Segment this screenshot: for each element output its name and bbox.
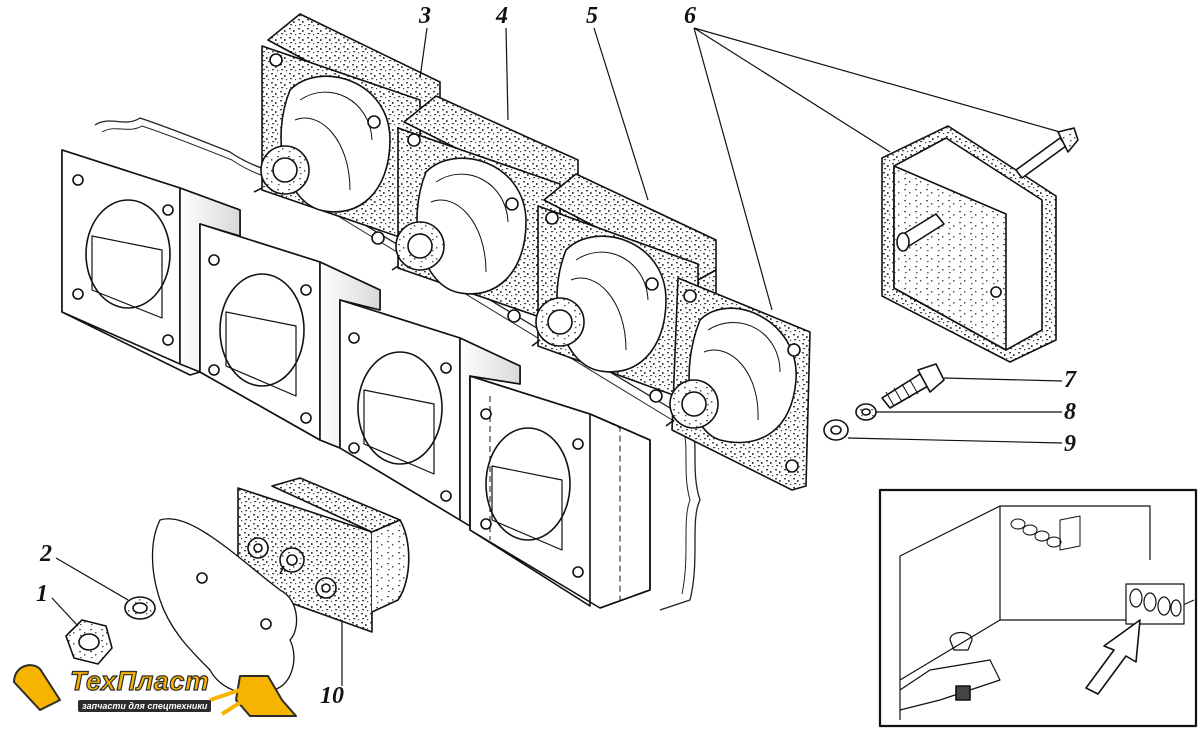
callout-3: 3 xyxy=(419,3,431,29)
leader-lines xyxy=(51,27,1063,686)
mounting-plate-4 xyxy=(469,375,651,609)
callout-8: 8 xyxy=(1064,399,1076,425)
cover-box xyxy=(881,125,1057,363)
callout-9: 9 xyxy=(1064,431,1076,457)
washer-9 xyxy=(823,419,849,441)
callout-6: 6 xyxy=(684,3,696,29)
instrument-housing-6 xyxy=(665,277,811,491)
excavator-logo-icon xyxy=(13,664,297,717)
callout-10: 10 xyxy=(320,683,344,709)
callout-4: 4 xyxy=(496,3,508,29)
washer-8 xyxy=(855,403,877,421)
nut-1 xyxy=(65,619,113,665)
mounting-plate-2 xyxy=(199,223,381,449)
inset-location-view xyxy=(878,488,1198,728)
mounting-plate-3 xyxy=(339,299,521,527)
location-arrow-icon xyxy=(1085,619,1141,695)
logo-name: ТехПласт xyxy=(69,665,210,696)
callout-2: 2 xyxy=(40,541,52,567)
bolt-7 xyxy=(881,363,945,409)
callout-5: 5 xyxy=(586,3,598,29)
instrument-housing-4 xyxy=(391,95,579,325)
long-bolt xyxy=(1015,127,1079,179)
callout-1: 1 xyxy=(36,581,48,607)
callout-7: 7 xyxy=(1064,367,1076,393)
logo-tagline: запчасти для спецтехники xyxy=(78,700,212,712)
mounting-plate-1 xyxy=(61,149,241,376)
washer-2 xyxy=(124,596,156,620)
brand-logo: ТехПласт запчасти для спецтехники xyxy=(10,660,300,726)
